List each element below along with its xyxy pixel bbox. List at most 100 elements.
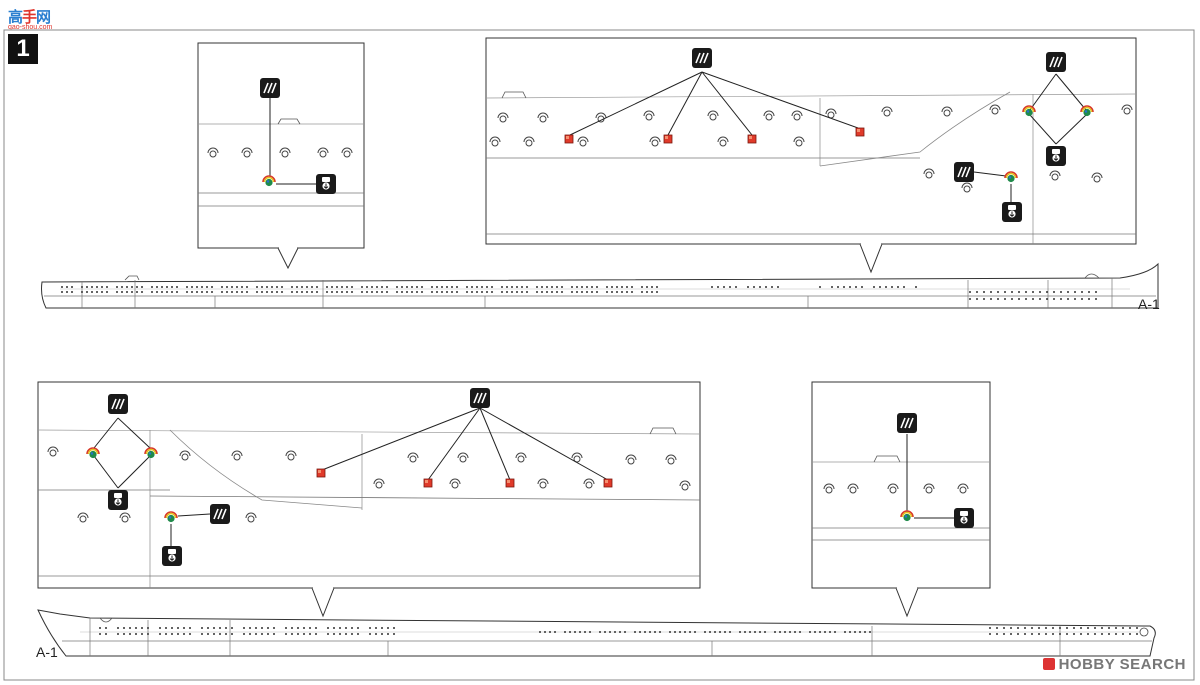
rivet-dot [86,291,88,293]
inset-top-right [485,37,1137,274]
rivet-dot [684,631,686,633]
rivet-dot [989,633,991,635]
rivet-dot [581,291,583,293]
rivet-dot [271,291,273,293]
rivet-dot [261,291,263,293]
rivet-dot [165,627,167,629]
rivet-dot [243,633,245,635]
rivet-dot [1038,633,1040,635]
rivet-dot [539,631,541,633]
rivet-dot [1066,627,1068,629]
rivet-dot [644,631,646,633]
rivet-dot [316,291,318,293]
rivet-dot [546,286,548,288]
rivet-dot [136,291,138,293]
rivet-dot [131,291,133,293]
rivet-dot [306,286,308,288]
rivet-dot [123,627,125,629]
rivet-dot [446,291,448,293]
rivet-dot [634,631,636,633]
rivet-dot [586,291,588,293]
rivet-dot [206,286,208,288]
rivet-dot [604,631,606,633]
rivet-dot [387,627,389,629]
rivet-dot [219,627,221,629]
rivet-dot [651,291,653,293]
decal-stripes-icon [692,48,712,68]
rivet-dot [331,291,333,293]
rivet-dot [1066,633,1068,635]
watermark-logo: 高手网 gao-shou.com [8,8,53,31]
rivet-dot [1060,298,1062,300]
rivet-dot [849,286,851,288]
rivet-dot [309,633,311,635]
rivet-dot [315,627,317,629]
rivet-dot [1108,633,1110,635]
rivet-dot [1039,291,1041,293]
rivet-dot [624,631,626,633]
rivet-dot [739,631,741,633]
rivet-dot [393,633,395,635]
rivet-dot [369,633,371,635]
rivet-dot [236,291,238,293]
rivet-dot [81,291,83,293]
rivet-dot [1004,291,1006,293]
rivet-dot [1095,291,1097,293]
rivet-dot [976,291,978,293]
rivet-dot [747,286,749,288]
rivet-dot [121,286,123,288]
rivet-dot [116,291,118,293]
rivet-dot [709,631,711,633]
rivet-dot [576,291,578,293]
rivet-dot [393,627,395,629]
rivet-dot [243,627,245,629]
rivet-dot [551,291,553,293]
rivet-dot [1018,298,1020,300]
rivet-dot [351,291,353,293]
rivet-dot [369,627,371,629]
rivet-dot [759,631,761,633]
rivet-dot [381,633,383,635]
rivet-dot [327,633,329,635]
rivet-dot [506,291,508,293]
rivet-dot [486,286,488,288]
rivet-dot [654,631,656,633]
rivet-dot [96,286,98,288]
rivet-dot [1059,633,1061,635]
rivet-dot [91,286,93,288]
rivet-dot [166,286,168,288]
rivet-dot [576,286,578,288]
rivet-dot [1010,633,1012,635]
rivet-dot [1101,633,1103,635]
rivet-dot [521,286,523,288]
rivet-dot [333,627,335,629]
rivet-dot [556,291,558,293]
rivet-dot [456,286,458,288]
rivet-dot [177,627,179,629]
rivet-dot [331,286,333,288]
rivet-dot [774,631,776,633]
rivet-dot [621,286,623,288]
rivet-dot [869,631,871,633]
rivet-dot [574,631,576,633]
rivet-dot [983,298,985,300]
rivet-dot [1025,298,1027,300]
rivet-dot [255,633,257,635]
rivet-dot [606,291,608,293]
rivet-dot [1074,298,1076,300]
rivet-dot [723,286,725,288]
rivet-dot [814,631,816,633]
rivet-dot [844,631,846,633]
rivet-dot [345,633,347,635]
rivet-dot [151,291,153,293]
rivet-dot [249,633,251,635]
rivet-dot [297,627,299,629]
rivet-dot [616,286,618,288]
rivet-dot [794,631,796,633]
rivet-dot [183,627,185,629]
rivet-dot [501,286,503,288]
rivet-dot [596,286,598,288]
rivet-dot [777,286,779,288]
rivet-dot [416,291,418,293]
rivet-dot [129,627,131,629]
